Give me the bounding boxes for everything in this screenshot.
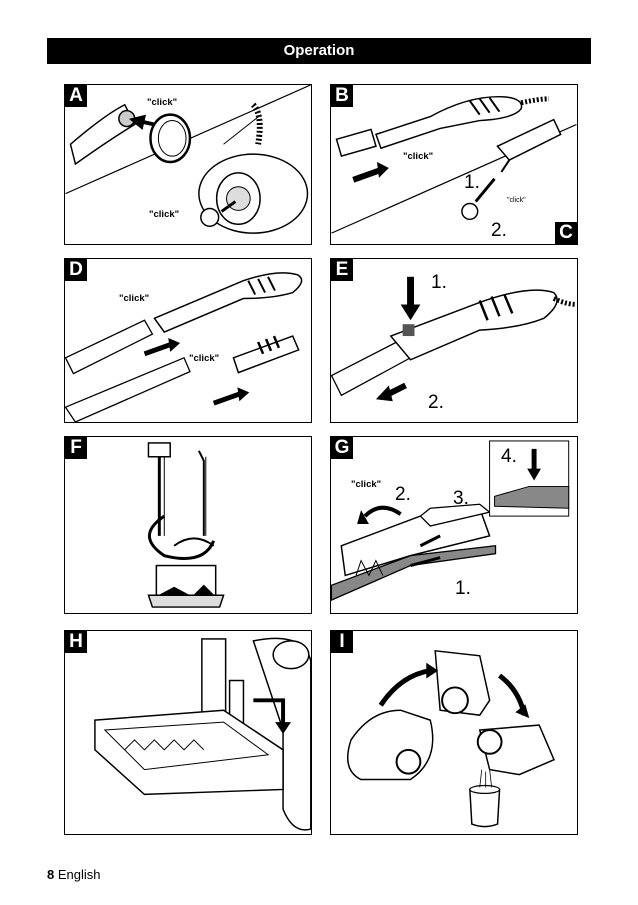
panel-label: E	[331, 259, 353, 281]
click-label: "click"	[403, 151, 434, 162]
section-title-bar: Operation	[47, 38, 591, 64]
step-number: 3.	[453, 488, 469, 509]
step-number: 2.	[491, 220, 507, 241]
step-number: 2.	[428, 392, 444, 413]
panel-label: F	[65, 437, 87, 459]
panel-b: B C "click" "click" 1. 2.	[330, 84, 578, 245]
panel-label: H	[65, 631, 87, 653]
page-footer: 8 English	[47, 867, 101, 882]
illustration-release-tube	[331, 276, 577, 402]
click-label: "click"	[351, 479, 382, 490]
click-label: "click"	[147, 97, 178, 108]
panel-d: D "click" "click"	[64, 258, 312, 423]
panel-label: G	[331, 437, 353, 459]
illustration-attach-hose	[65, 85, 311, 234]
step-number: 1.	[455, 578, 471, 599]
panel-label: I	[331, 631, 353, 653]
step-number: 4.	[501, 446, 517, 467]
click-label: "click"	[507, 197, 526, 204]
step-number: 2.	[395, 484, 411, 505]
panel-label: A	[65, 85, 87, 107]
step-number: 1.	[464, 172, 480, 193]
panel-h: H	[64, 630, 312, 835]
panel-g: G "click" 1. 2. 3. 4.	[330, 436, 578, 614]
panel-label: B	[331, 85, 353, 107]
click-label: "click"	[119, 293, 150, 304]
illustration-empty-boiler	[347, 649, 555, 828]
panel-f: F	[64, 436, 312, 614]
panel-label-c: C	[555, 222, 577, 244]
section-title: Operation	[283, 42, 355, 59]
click-label: "click"	[189, 353, 220, 364]
illustration-park-position	[94, 637, 311, 831]
click-label: "click"	[149, 209, 180, 220]
step-number: 1.	[431, 272, 447, 293]
panel-e: E 1. 2.	[330, 258, 578, 423]
panel-a: A "click" "click"	[64, 84, 312, 245]
panel-label: D	[65, 259, 87, 281]
illustration-attach-gun	[331, 95, 577, 234]
panel-i: I	[330, 630, 578, 835]
illustration-storage-position	[147, 442, 225, 608]
illustration-extension-tubes	[65, 272, 303, 422]
illustration-floor-nozzle-cloth	[331, 440, 570, 602]
footer-language: English	[57, 867, 101, 882]
page-number: 8	[47, 867, 55, 882]
